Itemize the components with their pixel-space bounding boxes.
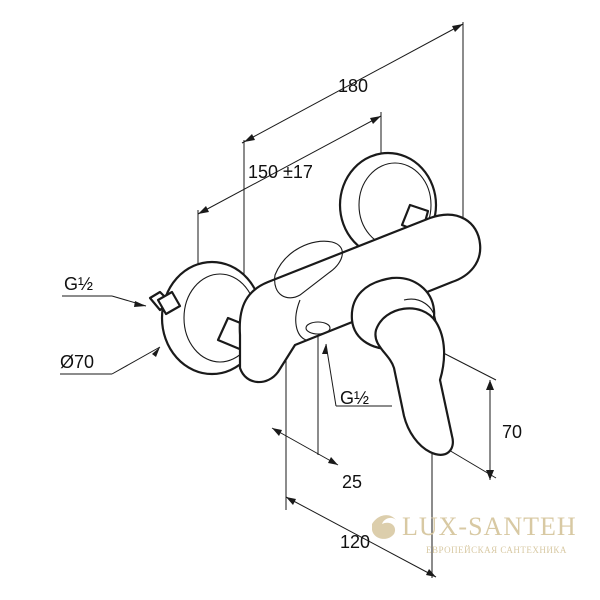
dim-70: 70 bbox=[502, 422, 522, 442]
dim-escutcheon-diameter: Ø70 bbox=[60, 352, 94, 372]
watermark-tagline: ЕВРОПЕЙСКАЯ САНТЕХНИКА bbox=[426, 545, 567, 555]
dim-150-tolerance: 150 ±17 bbox=[248, 162, 313, 182]
watermark-logo bbox=[372, 515, 396, 539]
dim-25: 25 bbox=[342, 472, 362, 492]
outlet-hole bbox=[305, 321, 331, 335]
dim-outlet-thread: G½ bbox=[340, 388, 369, 408]
extension-lines bbox=[60, 22, 497, 578]
dim-180: 180 bbox=[338, 76, 368, 96]
dim-120: 120 bbox=[340, 532, 370, 552]
mixer-body bbox=[148, 151, 482, 456]
dim-inlet-thread: G½ bbox=[64, 274, 93, 294]
watermark-brand: LUX-SANTEH bbox=[402, 512, 577, 541]
lever-handle bbox=[374, 307, 454, 456]
arrowheads bbox=[134, 24, 494, 577]
